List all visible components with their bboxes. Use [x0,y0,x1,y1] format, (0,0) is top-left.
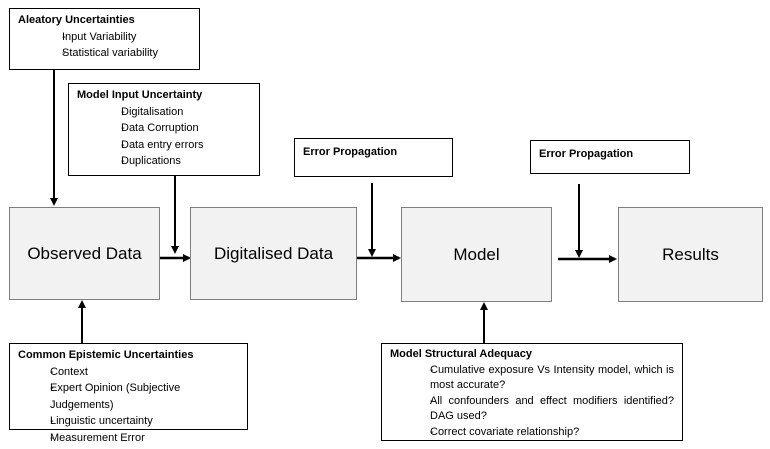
observed-data-box: Observed Data [9,207,160,300]
model-input-item: Data entry errors [101,137,251,154]
structural-item: All confounders and effect modifiers ide… [408,394,674,425]
aleatory-item: Statistical variability [52,45,191,62]
model-input-title: Model Input Uncertainty [77,89,203,101]
error-propagation-title: Error Propagation [539,148,634,160]
aleatory-list: Input Variability Statistical variabilit… [18,29,191,62]
epistemic-item: Measurement Error [40,430,239,447]
aleatory-item: Input Variability [52,29,191,46]
epistemic-list: Context Expert Opinion (Subjective Judge… [18,364,239,447]
structural-list: Cumulative exposure Vs Intensity model, … [390,363,674,441]
structural-item: Cumulative exposure Vs Intensity model, … [408,363,674,394]
results-box: Results [618,207,763,302]
error-propagation-box-1: Error Propagation [294,138,453,177]
digitalised-data-box: Digitalised Data [190,207,357,300]
model-input-item: Data Corruption [101,120,251,137]
model-input-uncertainty-box: Model Input Uncertainty Digitalisation D… [68,83,260,176]
model-input-list: Digitalisation Data Corruption Data entr… [77,104,251,170]
model-input-item: Digitalisation [101,104,251,121]
aleatory-uncertainties-box: Aleatory Uncertainties Input Variability… [9,8,200,70]
observed-data-label: Observed Data [27,243,142,263]
model-input-item: Duplications [101,153,251,170]
model-structural-adequacy-box: Model Structural Adequacy Cumulative exp… [381,343,683,441]
results-label: Results [662,244,719,264]
error-propagation-box-2: Error Propagation [530,140,690,174]
structural-item: Correct covariate relationship? [408,425,674,441]
model-box: Model [401,207,552,302]
epistemic-title: Common Epistemic Uncertainties [18,349,194,361]
digitalised-data-label: Digitalised Data [213,243,334,263]
aleatory-title: Aleatory Uncertainties [18,14,135,26]
epistemic-item: Expert Opinion (Subjective Judgements) [40,380,239,413]
epistemic-item: Context [40,364,239,381]
error-propagation-title: Error Propagation [303,146,398,158]
epistemic-item: Linguistic uncertainty [40,413,239,430]
structural-title: Model Structural Adequacy [390,348,533,360]
epistemic-uncertainties-box: Common Epistemic Uncertainties Context E… [9,343,248,446]
model-label: Model [453,244,500,264]
